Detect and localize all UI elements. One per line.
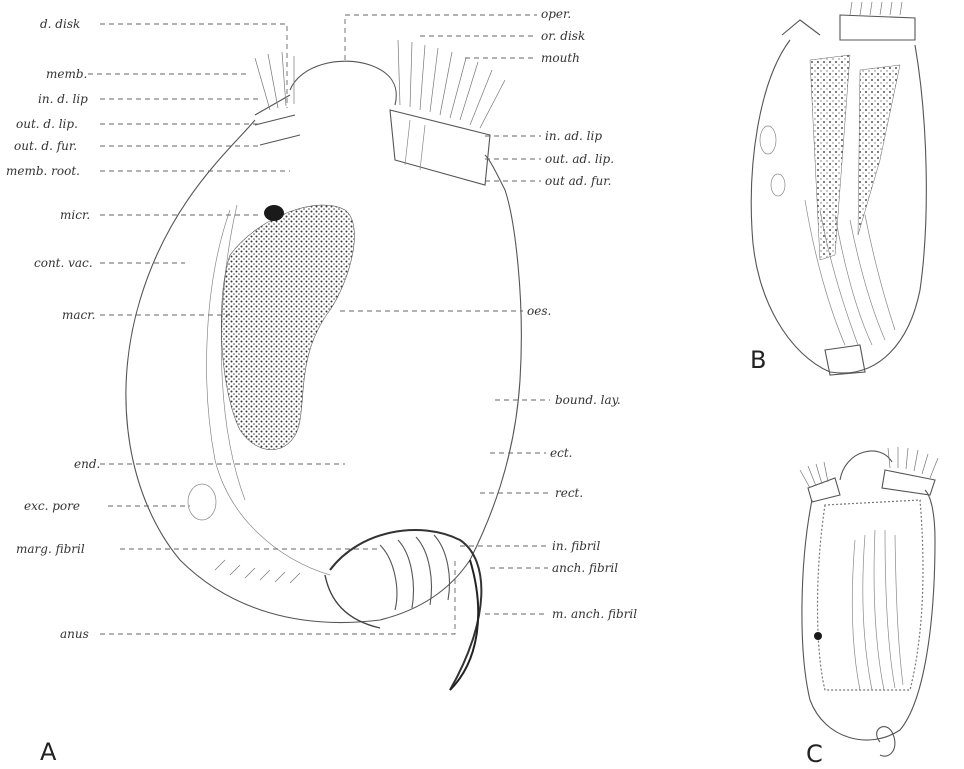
label-in-fibril: in. fibril [552, 539, 600, 553]
label-oper: oper. [541, 7, 571, 21]
top-collar-b [782, 15, 915, 40]
label-out-d-lip: out. d. lip. [16, 117, 78, 131]
label-out-ad-lip: out. ad. lip. [545, 152, 614, 166]
excretory-pore [188, 484, 216, 520]
label-rect: rect. [555, 486, 583, 500]
label-m-anch-fibril: m. anch. fibril [552, 607, 637, 621]
tail-loop-c [877, 727, 895, 757]
stippled-band-b1 [810, 55, 850, 260]
top-cilia-b [850, 2, 902, 15]
label-out-ad-fur: out ad. fur. [545, 174, 611, 188]
panel-label-c: C [806, 740, 823, 768]
panel-label-a: A [40, 738, 57, 766]
micronucleus [264, 205, 284, 221]
dorsal-lip [255, 95, 300, 145]
fibril-arches [380, 535, 449, 610]
stippled-band-b2 [858, 65, 900, 235]
panel-b-drawing: B [750, 2, 926, 375]
label-out-d-fur: out. d. fur. [14, 139, 77, 153]
adoral-lip [390, 110, 490, 185]
label-bound-lay: bound. lay. [555, 393, 621, 407]
label-ect: ect. [550, 446, 572, 460]
panel-label-b: B [750, 346, 766, 374]
macronucleus [221, 205, 354, 450]
label-memb-root: memb. root. [6, 164, 80, 178]
micronucleus-c [814, 632, 822, 640]
label-marg-fibril: marg. fibril [16, 542, 85, 556]
label-mouth: mouth [541, 51, 580, 65]
label-end: end. [74, 457, 100, 471]
body-outline-a [126, 120, 521, 623]
marginal-fibril-hatches [215, 560, 300, 583]
label-anch-fibril: anch. fibril [552, 561, 618, 575]
label-oes: oes. [527, 304, 551, 318]
panel-a-labels: d. disk memb. in. d. lip out. d. lip. ou… [6, 7, 637, 766]
collar-right-c [882, 447, 938, 495]
inner-outline-c [818, 500, 923, 690]
small-vacuole-b1 [760, 126, 776, 154]
dorsal-cilia [255, 52, 294, 110]
label-exc-pore: exc. pore [24, 499, 80, 513]
label-d-disk: d. disk [40, 17, 80, 31]
body-outline-c [802, 490, 935, 740]
operculum-dome [290, 61, 396, 105]
panel-c-drawing: C [800, 447, 938, 768]
label-memb: memb. [46, 67, 87, 81]
label-in-d-lip: in. d. lip [38, 92, 88, 106]
collar-left-c [800, 462, 840, 502]
panel-a-drawing [126, 40, 521, 690]
label-in-ad-lip: in. ad. lip [545, 129, 602, 143]
label-macr: macr. [62, 308, 96, 322]
base-b [825, 345, 865, 375]
label-cont-vac: cont. vac. [34, 256, 93, 270]
anchor-curve-inner [325, 575, 380, 628]
label-micr: micr. [60, 208, 90, 222]
small-vacuole-b2 [771, 174, 785, 196]
longitudinal-lines-c [852, 530, 903, 690]
adoral-inner [405, 120, 425, 170]
oral-cilia [398, 40, 505, 128]
anchor-curve-outer [330, 530, 481, 690]
label-anus: anus [60, 627, 89, 641]
label-or-disk: or. disk [541, 29, 585, 43]
